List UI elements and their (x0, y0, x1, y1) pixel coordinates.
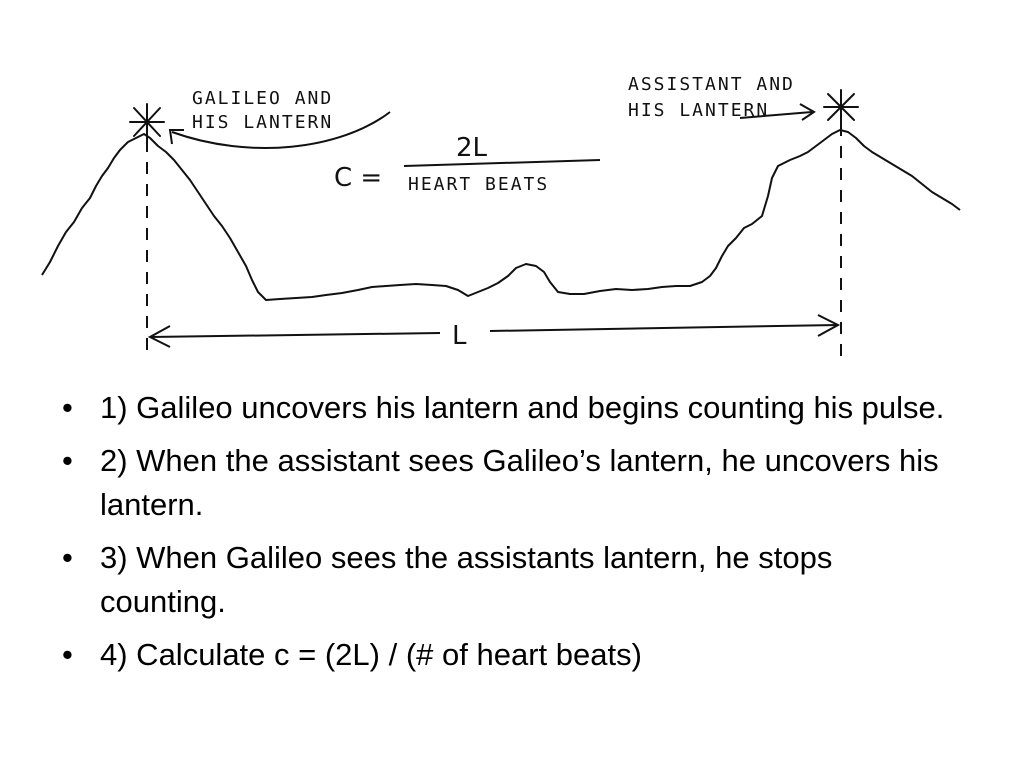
bullet-list: • 1) Galileo uncovers his lantern and be… (62, 386, 962, 686)
galileo-pointer-arrowhead-icon (168, 129, 184, 145)
assistant-lantern-icon (823, 89, 859, 125)
bullet-glyph: • (62, 443, 73, 478)
formula-numerator: 2L (456, 133, 488, 163)
bullet-glyph: • (62, 540, 73, 575)
galileo-label-line-1: GALILEO AND (192, 88, 333, 109)
distance-label: L (452, 321, 467, 351)
arrowhead-left-icon (147, 325, 171, 348)
assistant-pointer-arrow (739, 111, 813, 119)
bullet-item-2: • 2) When the assistant sees Galileo’s l… (62, 439, 962, 527)
bullet-text: 3) When Galileo sees the assistants lant… (100, 540, 833, 619)
formula-fraction-bar (403, 159, 601, 167)
galileo-lantern-sketch: L GALILEO AND HIS LANTERN ASSISTANT AND … (41, 74, 961, 358)
bullet-item-3: • 3) When Galileo sees the assistants la… (62, 536, 962, 624)
formula-denominator: HEART BEATS (408, 174, 549, 195)
formula-lhs: C = (334, 163, 382, 193)
bullet-text: 2) When the assistant sees Galileo’s lan… (100, 443, 939, 522)
bullet-item-4: • 4) Calculate c = (2L) / (# of heart be… (62, 633, 962, 677)
terrain-profile (41, 129, 961, 301)
assistant-label-line-2: HIS LANTERN (628, 100, 769, 121)
arrowhead-right-icon (817, 314, 841, 337)
galileo-lantern-icon (129, 103, 165, 141)
galileo-pointer-arrow (171, 111, 391, 149)
bullet-glyph: • (62, 637, 73, 672)
bullet-item-1: • 1) Galileo uncovers his lantern and be… (62, 386, 962, 430)
distance-arrow-right (489, 324, 839, 332)
galileo-label-line-2: HIS LANTERN (192, 112, 333, 133)
assistant-pointer-arrowhead-icon (799, 103, 816, 121)
bullet-glyph: • (62, 390, 73, 425)
bullet-text: 4) Calculate c = (2L) / (# of heart beat… (100, 637, 642, 672)
assistant-label-line-1: ASSISTANT AND (628, 74, 795, 95)
bullet-text: 1) Galileo uncovers his lantern and begi… (100, 390, 945, 425)
distance-arrow-left (149, 332, 441, 338)
